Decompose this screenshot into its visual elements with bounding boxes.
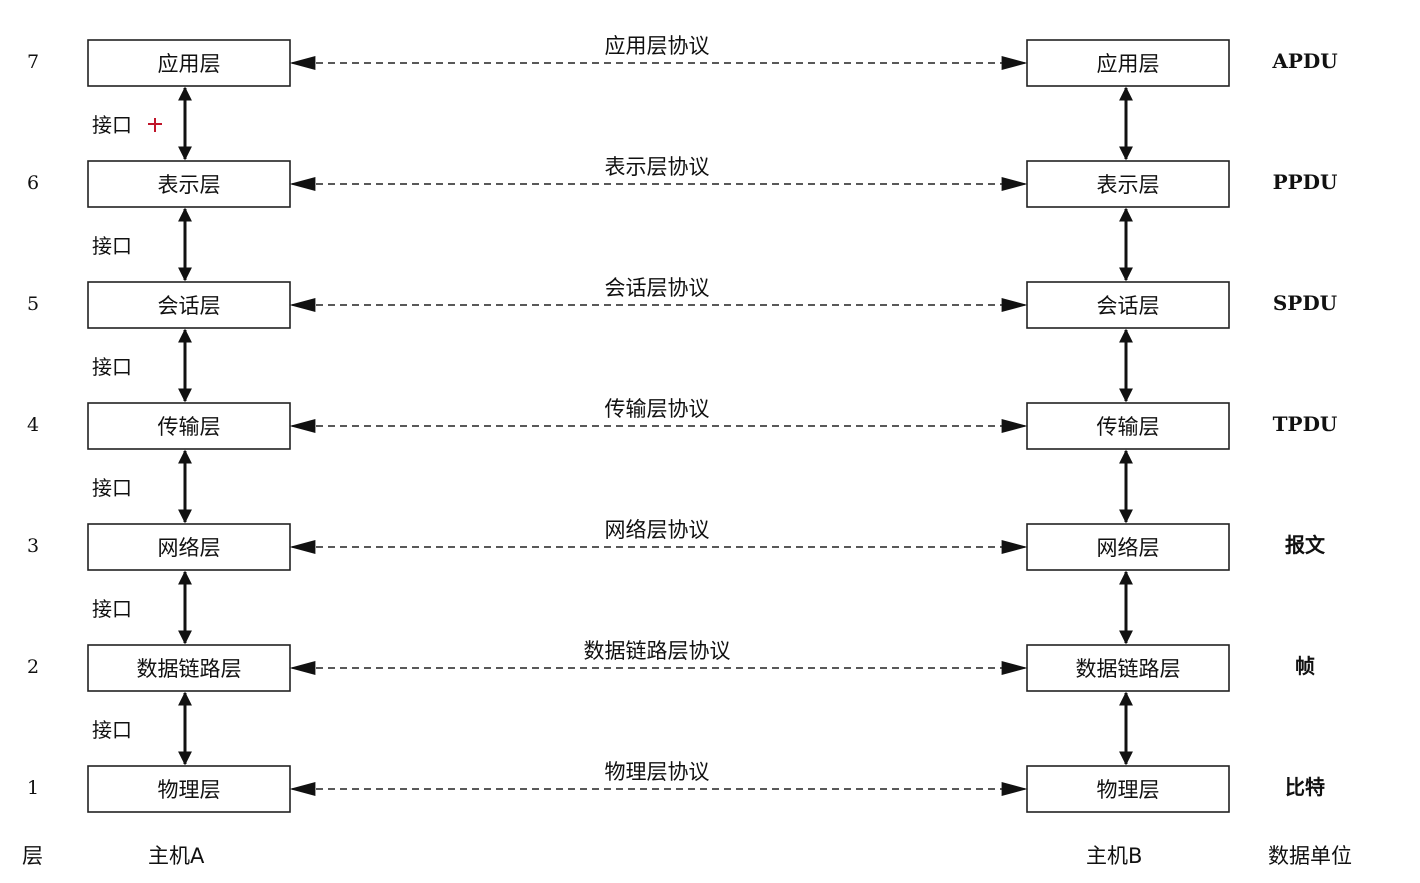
data-unit-label: PPDU	[1273, 170, 1338, 194]
peer-protocol-label: 数据链路层协议	[584, 639, 731, 663]
footer-unit-label: 数据单位	[1268, 844, 1352, 868]
host-a-layer-box	[87, 644, 291, 692]
host-b-layer-box	[1026, 160, 1230, 208]
footer-layer-label: 层	[22, 844, 43, 868]
interface-row: 接口	[92, 691, 1133, 766]
host-b-layer-name: 表示层	[1097, 173, 1160, 197]
layer-number: 2	[27, 656, 39, 678]
layer-row: 7 应用层 应用层 应用层协议 APDU	[27, 34, 1338, 87]
host-b-layer-name: 物理层	[1097, 778, 1160, 802]
data-unit-label: APDU	[1271, 49, 1337, 73]
data-unit-label: 比特	[1285, 775, 1325, 799]
layer-number: 5	[27, 293, 39, 315]
layer-row: 6 表示层 表示层 表示层协议 PPDU	[27, 155, 1338, 208]
interface-label: 接口	[92, 234, 132, 258]
footer-host-a: 主机A	[148, 844, 205, 868]
layer-row: 5 会话层 会话层 会话层协议 SPDU	[27, 276, 1337, 329]
layer-number: 6	[27, 172, 39, 194]
interface-label: 接口	[92, 597, 132, 621]
host-b-layer-box	[1026, 765, 1230, 813]
peer-protocol-label: 会话层协议	[605, 276, 710, 300]
host-b-layer-box	[1026, 39, 1230, 87]
host-b-layer-box	[1026, 644, 1230, 692]
host-a-layer-name: 应用层	[158, 52, 221, 76]
footer-group: 层 主机A 主机B 数据单位	[22, 844, 1352, 868]
host-a-layer-box	[87, 281, 291, 329]
layer-number: 3	[27, 535, 39, 557]
data-unit-label: 帧	[1295, 654, 1315, 678]
host-b-layer-name: 会话层	[1097, 294, 1160, 318]
layer-number: 4	[27, 414, 39, 436]
peer-protocol-label: 网络层协议	[605, 518, 710, 542]
peer-protocol-label: 传输层协议	[605, 397, 710, 421]
host-a-layer-box	[87, 402, 291, 450]
interface-label: 接口	[92, 718, 132, 742]
host-b-layer-name: 应用层	[1097, 52, 1160, 76]
host-b-layer-name: 传输层	[1097, 415, 1160, 439]
layer-number: 1	[27, 777, 39, 799]
host-a-layer-box	[87, 39, 291, 87]
host-b-layer-box	[1026, 402, 1230, 450]
host-b-layer-name: 网络层	[1097, 536, 1160, 560]
interface-row: 接口	[92, 328, 1133, 403]
host-a-layer-name: 会话层	[158, 294, 221, 318]
layers-group: 7 应用层 应用层 应用层协议 APDU 6 表示层 表示层 表示层协议 PPDU 5 会话层 会话层 会…	[27, 34, 1338, 813]
host-a-layer-name: 网络层	[158, 536, 221, 560]
data-unit-label: TPDU	[1273, 412, 1338, 436]
layer-row: 4 传输层 传输层 传输层协议 TPDU	[27, 397, 1338, 450]
cursor-mark-icon	[148, 118, 162, 132]
interface-row: 接口	[92, 86, 1133, 161]
interface-label: 接口	[92, 113, 132, 137]
host-a-layer-name: 传输层	[158, 415, 221, 439]
interface-row: 接口	[92, 449, 1133, 524]
footer-host-b: 主机B	[1086, 844, 1142, 868]
data-unit-label: 报文	[1285, 533, 1326, 557]
peer-protocol-label: 应用层协议	[605, 34, 710, 58]
interface-label: 接口	[92, 476, 132, 500]
interface-row: 接口	[92, 207, 1133, 282]
layer-number: 7	[27, 51, 39, 73]
host-a-layer-name: 表示层	[158, 173, 221, 197]
interface-label: 接口	[92, 355, 132, 379]
host-a-layer-box	[87, 765, 291, 813]
host-a-layer-name: 物理层	[158, 778, 221, 802]
host-b-layer-name: 数据链路层	[1076, 657, 1181, 681]
host-a-layer-box	[87, 160, 291, 208]
interface-row: 接口	[92, 570, 1133, 645]
host-a-layer-name: 数据链路层	[137, 657, 242, 681]
peer-protocol-label: 物理层协议	[605, 760, 710, 784]
peer-protocol-label: 表示层协议	[605, 155, 710, 179]
data-unit-label: SPDU	[1273, 291, 1337, 315]
